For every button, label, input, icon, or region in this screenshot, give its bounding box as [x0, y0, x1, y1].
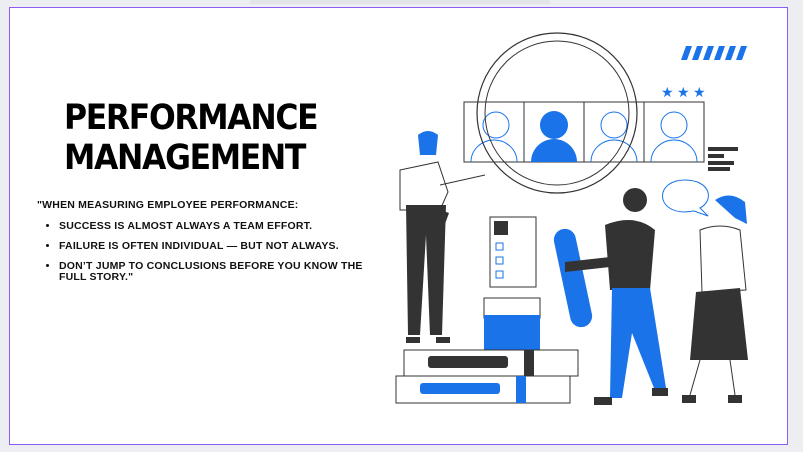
window-top-bar	[250, 0, 550, 4]
star-icon: ★★★	[661, 85, 706, 101]
title-line-2: MANAGEMENT	[64, 138, 306, 178]
profile-cards	[463, 101, 705, 163]
svg-text:★: ★	[677, 85, 690, 101]
bullet-item: SUCCESS IS ALMOST ALWAYS A TEAM EFFORT.	[59, 221, 389, 232]
bullet-item: DON’T JUMP TO CONCLUSIONS BEFORE YOU KNO…	[59, 261, 389, 283]
title-line-1: PERFORMANCE	[64, 98, 319, 138]
woman-figure-right	[682, 195, 748, 403]
books-icon	[395, 349, 579, 404]
bullet-item: FAILURE IS OFTEN INDIVIDUAL — BUT NOT AL…	[59, 241, 389, 252]
folder-icon	[483, 297, 541, 350]
user-avatar-icon	[540, 111, 568, 139]
speech-bubble-icon	[662, 179, 709, 217]
resume-card	[489, 216, 537, 288]
man-figure	[399, 131, 486, 343]
slide-title: PERFORMANCE MANAGEMENT	[64, 98, 319, 178]
stripes-decoration	[681, 46, 747, 60]
woman-figure-center	[565, 188, 668, 405]
magnifying-glass-icon	[476, 32, 638, 328]
svg-text:★: ★	[661, 85, 674, 101]
quote-intro: "WHEN MEASURING EMPLOYEE PERFORMANCE:	[37, 199, 299, 211]
svg-text:★: ★	[693, 85, 706, 101]
bullet-list: SUCCESS IS ALMOST ALWAYS A TEAM EFFORT. …	[37, 221, 389, 292]
text-lines-icon	[708, 147, 738, 171]
